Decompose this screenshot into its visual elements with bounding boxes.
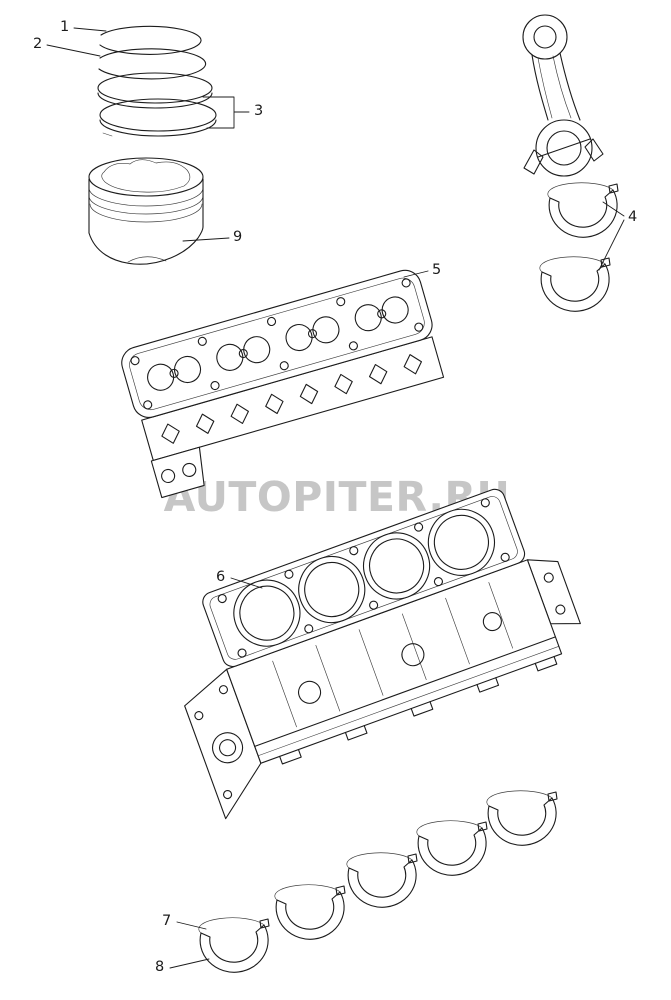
callout-7[interactable]: 7 xyxy=(162,913,172,929)
callout-1[interactable]: 1 xyxy=(60,19,70,35)
main-bearing-shells-drawing xyxy=(198,790,558,973)
callout-3[interactable]: 3 xyxy=(254,103,264,119)
callout-2[interactable]: 2 xyxy=(33,36,43,52)
callout-6[interactable]: 6 xyxy=(216,569,226,585)
rod-bearing-shells-drawing xyxy=(539,182,619,312)
callout-4[interactable]: 4 xyxy=(628,209,638,225)
callout-8[interactable]: 8 xyxy=(155,959,165,975)
callout-5[interactable]: 5 xyxy=(432,262,442,278)
leader-lines xyxy=(46,27,625,969)
cylinder-block-drawing xyxy=(184,488,581,820)
connecting-rod-drawing xyxy=(522,14,604,177)
piston-rings-drawing xyxy=(97,25,217,137)
cylinder-head-drawing xyxy=(121,269,445,499)
callout-9[interactable]: 9 xyxy=(233,229,243,245)
piston-drawing xyxy=(88,157,204,265)
